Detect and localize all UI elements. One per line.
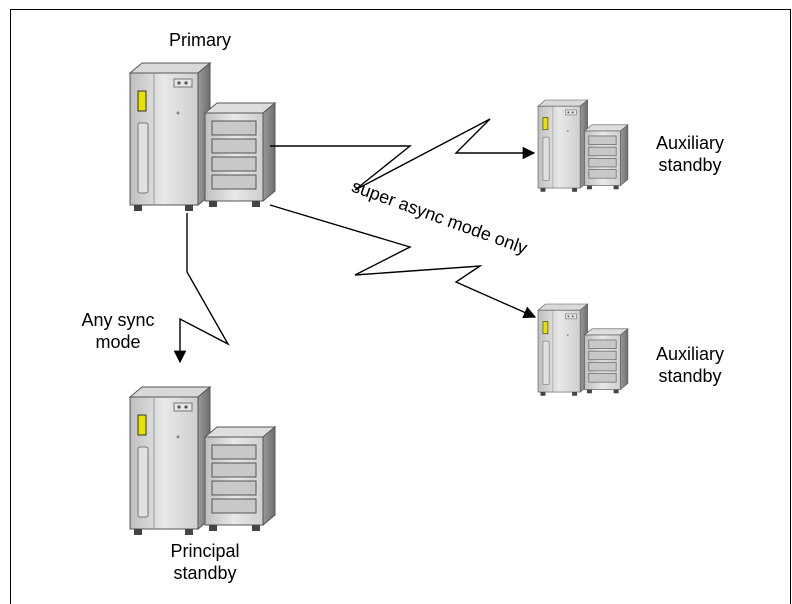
sync-mode-label-line2: mode	[95, 332, 141, 352]
principal-standby-label: Principal standby	[150, 540, 260, 584]
auxiliary-standby-1-label-line1: Auxiliary	[655, 133, 725, 153]
async-link-arrow-auxiliary-1	[270, 118, 536, 191]
principal-standby-label-line1: Principal	[170, 541, 240, 561]
auxiliary-standby-1-server-icon	[537, 99, 629, 193]
auxiliary-standby-2-server-icon	[537, 303, 629, 397]
auxiliary-standby-2-label-line2: standby	[658, 366, 722, 386]
sync-mode-label: Any sync mode	[68, 309, 168, 353]
auxiliary-standby-1-label: Auxiliary standby	[640, 132, 740, 176]
auxiliary-standby-2-label-line1: Auxiliary	[655, 344, 725, 364]
sync-link-arrow	[173, 213, 230, 364]
auxiliary-standby-1-label-line2: standby	[658, 155, 722, 175]
async-link-arrow-auxiliary-2	[269, 204, 537, 319]
primary-server-icon	[129, 62, 276, 212]
primary-label: Primary	[169, 30, 231, 50]
diagram-frame	[10, 9, 791, 604]
principal-standby-server-icon	[129, 386, 276, 536]
auxiliary-standby-2-label: Auxiliary standby	[640, 343, 740, 387]
sync-mode-label-line1: Any sync	[81, 310, 155, 330]
principal-standby-label-line2: standby	[173, 563, 237, 583]
